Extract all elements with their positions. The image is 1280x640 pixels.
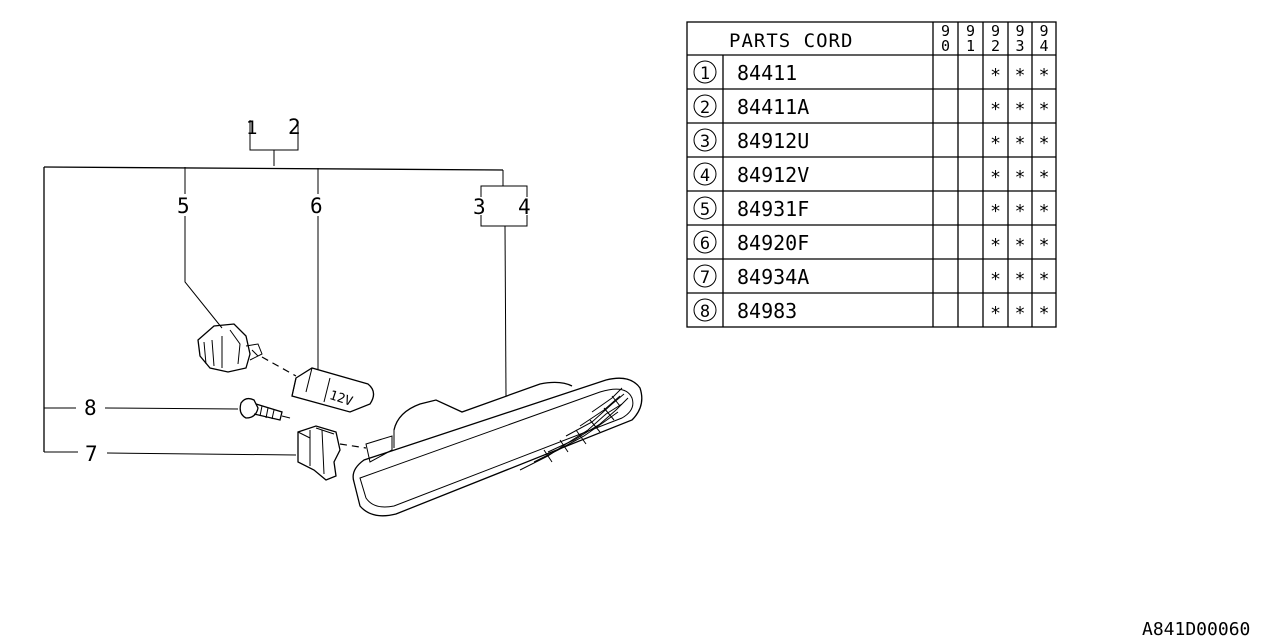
applicability-mark: * [1015, 99, 1026, 120]
year-header-top: 9 [1015, 22, 1024, 40]
table-row: 3 84912U * * * [693, 128, 1050, 154]
screw-drawing [239, 397, 291, 421]
callout-3: 3 [473, 195, 486, 219]
applicability-mark: * [1015, 269, 1026, 290]
bulb-marking: 12V [327, 388, 354, 410]
applicability-mark: * [990, 65, 1001, 86]
applicability-mark: * [990, 201, 1001, 222]
year-header-top: 9 [941, 22, 950, 40]
item-number: 3 [700, 132, 710, 152]
applicability-mark: * [1039, 235, 1050, 256]
applicability-mark: * [990, 167, 1001, 188]
callout-2: 2 [288, 115, 301, 139]
item-number-circle [693, 94, 717, 118]
item-number-circle [693, 162, 717, 186]
callout-5: 5 [177, 194, 190, 218]
part-number: 84920F [737, 231, 809, 255]
applicability-mark: * [1039, 65, 1050, 86]
table-row: 7 84934A * * * [693, 264, 1050, 290]
item-number-circle [693, 128, 717, 152]
item-number: 7 [700, 268, 710, 288]
year-header-bottom: 2 [991, 37, 1000, 55]
table-row: 8 84983 * * * [693, 298, 1050, 324]
year-header-bottom: 3 [1015, 37, 1024, 55]
applicability-mark: * [990, 99, 1001, 120]
item-number: 1 [700, 64, 710, 84]
table-row: 1 84411 * * * [693, 60, 1050, 86]
year-header-top: 9 [991, 22, 1000, 40]
applicability-mark: * [1039, 133, 1050, 154]
year-header-bottom: 0 [941, 37, 950, 55]
part-number: 84411 [737, 61, 797, 85]
year-header-bottom: 1 [966, 37, 975, 55]
item-number-circle [693, 298, 717, 322]
part-number: 84912V [737, 163, 809, 187]
part-number: 84931F [737, 197, 809, 221]
item-number: 2 [700, 98, 710, 118]
table-row: 2 84411A * * * [693, 94, 1050, 120]
item-number-circle [693, 230, 717, 254]
leader-lines [43, 120, 528, 456]
item-number-circle [693, 196, 717, 220]
bulb-socket-drawing [197, 323, 263, 373]
callout-4: 4 [518, 195, 531, 219]
callout-6: 6 [310, 194, 323, 218]
applicability-mark: * [1039, 167, 1050, 188]
applicability-mark: * [990, 269, 1001, 290]
applicability-mark: * [1015, 65, 1026, 86]
applicability-mark: * [1015, 235, 1026, 256]
year-header-bottom: 4 [1039, 37, 1048, 55]
applicability-mark: * [990, 235, 1001, 256]
item-number-circle [693, 60, 717, 84]
part-number: 84934A [737, 265, 809, 289]
applicability-mark: * [1039, 269, 1050, 290]
table-row: 6 84920F * * * [693, 230, 1050, 256]
clip-drawing [297, 425, 341, 481]
applicability-mark: * [1015, 303, 1026, 324]
item-number: 8 [700, 302, 710, 322]
parts-table [686, 21, 1057, 328]
item-number: 5 [700, 200, 710, 220]
applicability-mark: * [1015, 167, 1026, 188]
bulb-drawing: 12V [291, 367, 375, 413]
part-number: 84912U [737, 129, 809, 153]
applicability-mark: * [1039, 99, 1050, 120]
item-number: 6 [700, 234, 710, 254]
reference-code: A841D00060 [1142, 619, 1250, 640]
callout-7: 7 [85, 442, 98, 466]
year-header-top: 9 [1039, 22, 1048, 40]
item-number: 4 [700, 166, 710, 186]
applicability-mark: * [1015, 133, 1026, 154]
applicability-mark: * [1015, 201, 1026, 222]
callout-1: 1 [246, 117, 257, 139]
applicability-mark: * [1039, 303, 1050, 324]
table-header: PARTS CORD [729, 30, 853, 52]
part-number: 84411A [737, 95, 809, 119]
side-marker-lamp-drawing [352, 377, 643, 517]
table-row: 5 84931F * * * [693, 196, 1050, 222]
callout-8: 8 [84, 396, 97, 420]
table-row: 4 84912V * * * [693, 162, 1050, 188]
part-number: 84983 [737, 299, 797, 323]
applicability-mark: * [990, 133, 1001, 154]
applicability-mark: * [1039, 201, 1050, 222]
applicability-mark: * [990, 303, 1001, 324]
item-number-circle [693, 264, 717, 288]
year-header-top: 9 [966, 22, 975, 40]
